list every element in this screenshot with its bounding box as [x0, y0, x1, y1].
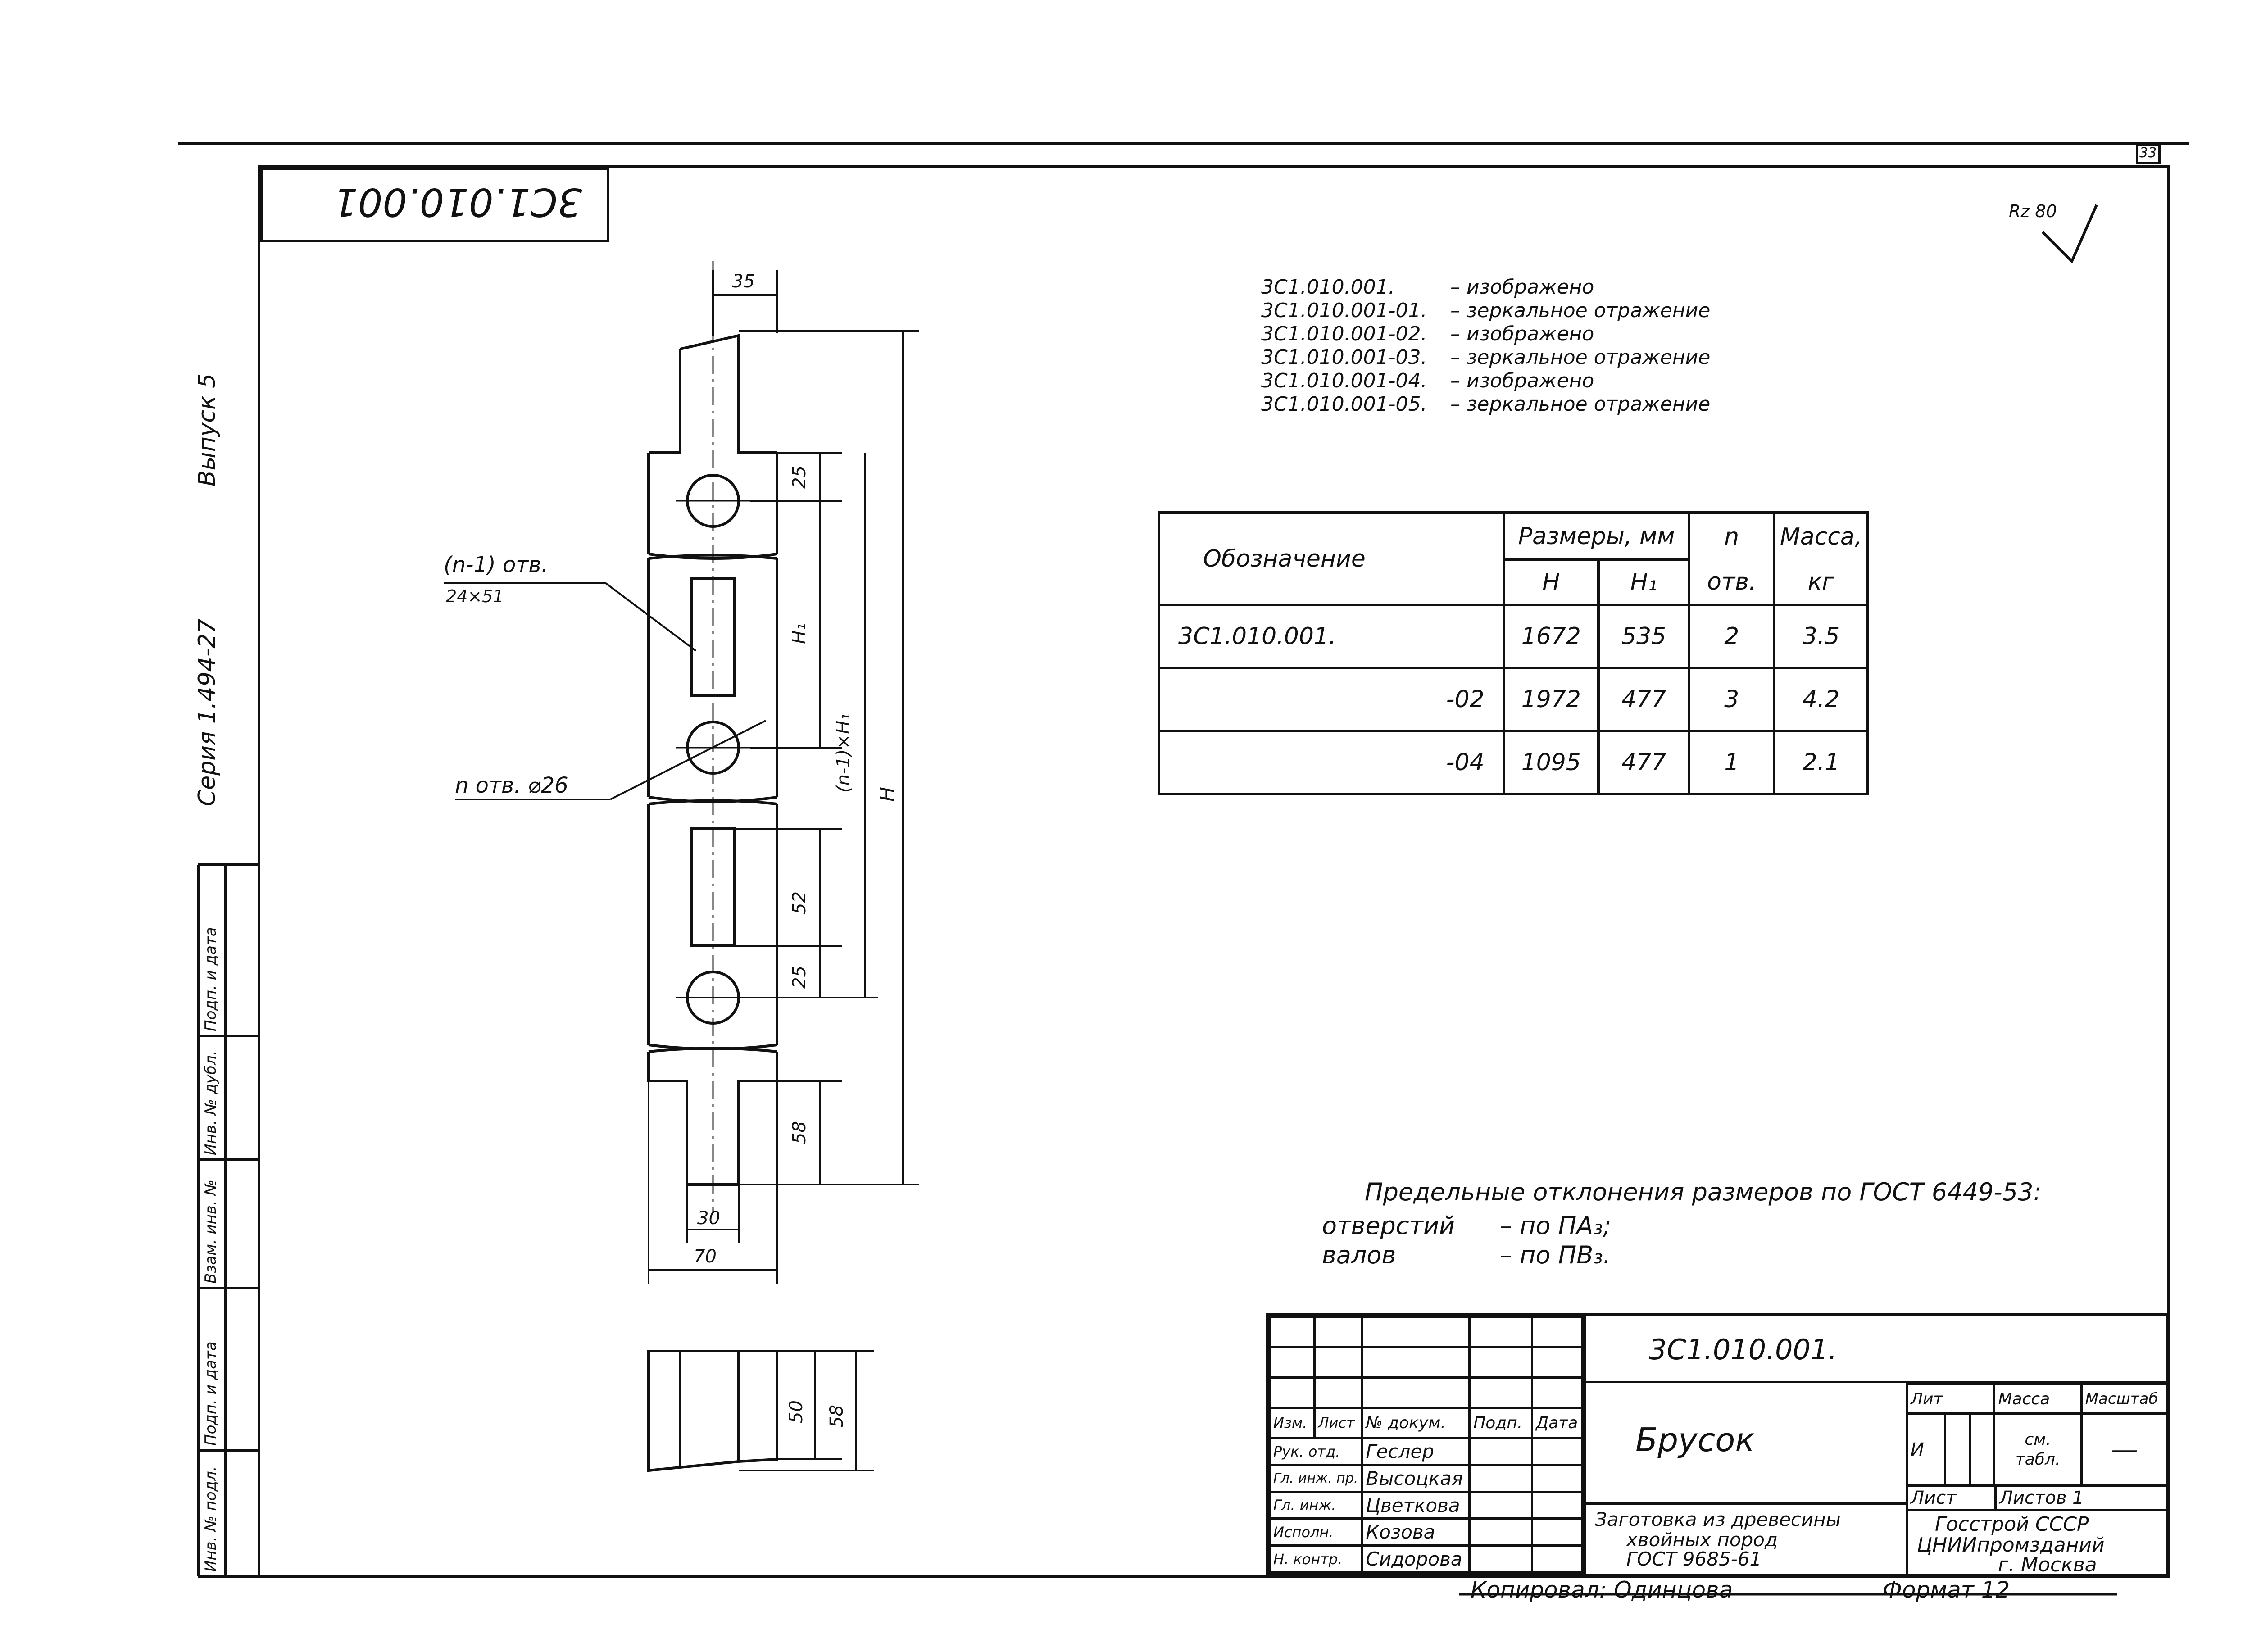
variant-row: 3С1.010.001-04.– изображено: [1261, 369, 1594, 392]
note-line-1: Предельные отклонения размеров по ГОСТ 6…: [1365, 1178, 2042, 1206]
th-designation: Обозначение: [1158, 511, 1505, 606]
inner-frame: [258, 165, 2170, 1578]
dim-58-side: 58: [826, 1405, 847, 1428]
note-line-2a: отверстий: [1322, 1212, 1455, 1240]
leader-slots-label: (n-1) отв.: [444, 552, 548, 577]
part-elevation: [647, 261, 778, 1212]
variant-row: 3С1.010.001-03.– зеркальное отражение: [1261, 346, 1711, 369]
lit-mass-scale-grid: Лит Масса Масштаб И см. табл. —: [1905, 1383, 2169, 1487]
th-n: n: [1688, 511, 1776, 560]
dim-n1H1: (n-1)×H₁: [833, 713, 854, 793]
series-label: Серия 1.494-27: [194, 618, 221, 806]
table-row: 3С1.010.001. 1672 535 2 3.5: [1158, 604, 1869, 669]
roughness-symbol: [2041, 204, 2098, 264]
th-mass-unit: кг: [1773, 560, 1869, 606]
format-label: Формат 12: [1883, 1577, 2010, 1603]
th-H1: H₁: [1597, 558, 1691, 606]
tb-material-3: ГОСТ 9685-61: [1626, 1548, 1762, 1570]
dim-H1: H₁: [789, 623, 810, 644]
dim-30: 30: [697, 1208, 720, 1229]
th-dims: Размеры, мм: [1502, 511, 1691, 561]
note-line-2b: – по ΠА₃;: [1500, 1212, 1612, 1240]
dim-25-b: 25: [789, 966, 810, 989]
stamp-col-4: Инв. № дубл.: [202, 1050, 220, 1155]
dim-top-width: 35: [732, 271, 755, 292]
rotated-code: 3С1.010.001: [333, 179, 582, 224]
signature-row: Исполн. Козова: [1268, 1517, 1584, 1547]
stamp-col-3: Взам. инв. №: [202, 1180, 220, 1284]
dim-50: 50: [786, 1400, 807, 1423]
part-side-view: [647, 1350, 874, 1472]
dim-58: 58: [789, 1121, 810, 1144]
dim-H: H: [876, 786, 899, 802]
code-box: [260, 168, 609, 242]
issue-label: Выпуск 5: [194, 373, 221, 486]
tb-org-1: Госстрой СССР: [1935, 1513, 2089, 1536]
leader-slots-size: 24×51: [446, 586, 504, 606]
dimension-lines: [444, 270, 919, 1284]
copied-by: Копировал: Одинцова: [1471, 1577, 1733, 1603]
signature-row: Гл. инж. Цветкова: [1268, 1490, 1584, 1520]
variant-row: 3С1.010.001-02.– изображено: [1261, 322, 1594, 345]
stamp-col-2: Подп. и дата: [202, 1341, 220, 1446]
th-H: H: [1502, 558, 1600, 606]
variants-list: 3С1.010.001.– изображено 3С1.010.001-01.…: [1261, 276, 1710, 416]
signature-row: Н. контр. Сидорова: [1268, 1544, 1584, 1574]
signature-grid: Изм. Лист № докум. Подп. Дата Рук. отд. …: [1268, 1315, 1584, 1574]
variant-row: 3С1.010.001-01.– зеркальное отражение: [1261, 299, 1711, 322]
signature-header-row: Изм. Лист № докум. Подп. Дата: [1268, 1406, 1584, 1439]
signature-row: Гл. инж. пр. Высоцкая: [1268, 1464, 1584, 1493]
roughness-label: Rz 80: [2009, 201, 2057, 221]
variants-table: Обозначение Размеры, мм n Масса, H H₁ от…: [1158, 511, 1869, 795]
th-mass: Масса,: [1773, 511, 1869, 560]
dim-70: 70: [694, 1246, 717, 1267]
title-block: Изм. Лист № докум. Подп. Дата Рук. отд. …: [1266, 1313, 2169, 1576]
tb-org-3: г. Москва: [1998, 1553, 2097, 1576]
table-row: -04 1095 477 1 2.1: [1158, 730, 1869, 795]
table-row: -02 1972 477 3 4.2: [1158, 667, 1869, 732]
stamp-col-5: Подп. и дата: [202, 927, 220, 1031]
stamp-col-1: Инв. № подл.: [202, 1466, 220, 1572]
sheets-grid: Лист Листов 1: [1906, 1484, 2169, 1511]
tb-designation: 3С1.010.001.: [1649, 1333, 1837, 1366]
tb-org-2: ЦНИИпромзданий: [1917, 1534, 2105, 1557]
tb-material-2: хвойных пород: [1626, 1529, 1778, 1551]
variant-row: 3С1.010.001.– изображено: [1261, 276, 1594, 299]
sheet-corner-number: 33: [2139, 145, 2157, 161]
note-line-3a: валов: [1322, 1241, 1396, 1269]
th-n-unit: отв.: [1688, 560, 1776, 606]
note-line-3b: – по ΠВ₃.: [1500, 1241, 1611, 1269]
dim-25-a: 25: [789, 466, 810, 489]
signature-row: Рук. отд. Геслер: [1268, 1437, 1584, 1466]
leader-holes-label: n отв. ⌀26: [455, 773, 568, 798]
variant-row: 3С1.010.001-05.– зеркальное отражение: [1261, 393, 1711, 416]
tb-name: Брусок: [1635, 1421, 1755, 1459]
dim-52: 52: [789, 891, 810, 914]
tb-material-1: Заготовка из древесины: [1595, 1508, 1841, 1530]
